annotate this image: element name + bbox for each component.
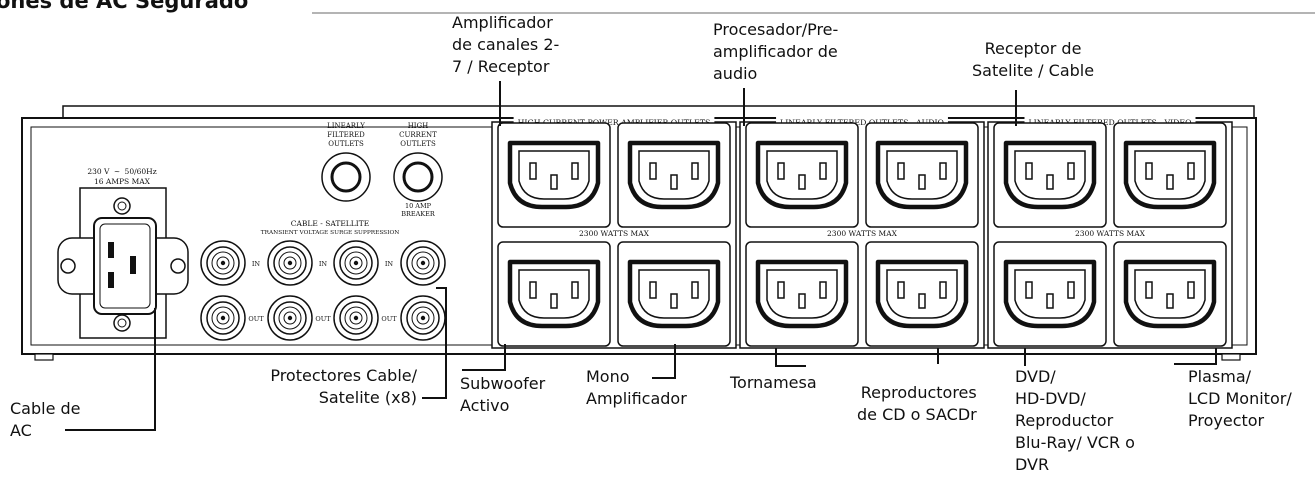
callout-dvd: DVD/ HD-DVD/ Reproductor Blu-Ray/ VCR o … bbox=[1015, 367, 1135, 474]
iec-outlet-icon bbox=[865, 241, 979, 347]
section-header: LINEARLY FILTERED OUTLETS - VIDEO bbox=[1028, 118, 1191, 127]
leader-lines bbox=[65, 81, 1217, 431]
outlet-section: LINEARLY FILTERED OUTLETS - AUDIO 2300 WA… bbox=[739, 117, 985, 349]
screw-icon bbox=[113, 197, 131, 215]
callout-protectores: Protectores Cable/ Satelite (x8) bbox=[270, 366, 417, 407]
outlet-section: LINEARLY FILTERED OUTLETS - VIDEO 2300 WA… bbox=[987, 117, 1233, 349]
callout-cable-ac: Cable de AC bbox=[10, 399, 81, 440]
iec-outlet-icon bbox=[1113, 241, 1227, 347]
section-watts: 2300 WATTS MAX bbox=[827, 229, 898, 238]
coax-connector-icon bbox=[267, 295, 313, 341]
coax-in-label: IN bbox=[252, 260, 261, 268]
coax-out-label: OUT bbox=[315, 315, 331, 323]
coax-in-label: IN bbox=[319, 260, 328, 268]
callout-subwoofer: Subwoofer Activo bbox=[460, 374, 546, 415]
section-watts: 2300 WATTS MAX bbox=[1075, 229, 1146, 238]
high-label-1: HIGH bbox=[408, 122, 429, 130]
iec-outlet-icon bbox=[617, 122, 731, 228]
coax-connector-icon bbox=[333, 295, 379, 341]
coax-out-label: OUT bbox=[381, 315, 397, 323]
section-header: HIGH CURRENT POWER AMPLIFIER OUTLETS bbox=[518, 118, 711, 127]
linear-label-1: LINEARLY bbox=[327, 122, 365, 130]
coax-connector-icon bbox=[267, 240, 313, 286]
linear-label-2: FILTERED bbox=[327, 131, 365, 139]
coax-out-label: OUT bbox=[248, 315, 264, 323]
iec-outlet-icon bbox=[865, 122, 979, 228]
callout-amplificador: Amplificador de canales 2- 7 / Receptor bbox=[452, 13, 560, 76]
iec-outlet-icon bbox=[993, 122, 1107, 228]
callout-plasma: Plasma/ LCD Monitor/ Proyector bbox=[1188, 367, 1292, 430]
amps-label: 16 AMPS MAX bbox=[94, 177, 151, 186]
callout-reproductores: Reproductores de CD o SACDr bbox=[857, 383, 977, 424]
iec-outlet-icon bbox=[993, 241, 1107, 347]
breaker-label-2: BREAKER bbox=[401, 210, 436, 218]
cable-satellite-label: CABLE - SATELLITE bbox=[291, 219, 369, 228]
power-rating-label: 230 V ~ 50/60Hz bbox=[87, 167, 156, 176]
coax-connectors: CABLE - SATELLITE TRANSIENT VOLTAGE SURG… bbox=[200, 219, 446, 341]
callout-mono: Mono Amplificador bbox=[586, 367, 687, 408]
section-watts: 2300 WATTS MAX bbox=[579, 229, 650, 238]
iec-outlet-icon bbox=[497, 241, 611, 347]
iec-outlet-icon bbox=[497, 122, 611, 228]
section-header: LINEARLY FILTERED OUTLETS - AUDIO bbox=[780, 118, 944, 127]
iec-outlet-icon bbox=[1113, 122, 1227, 228]
coax-connector-icon bbox=[400, 295, 446, 341]
callout-tornamesa: Tornamesa bbox=[730, 373, 817, 392]
coax-connector-icon bbox=[400, 240, 446, 286]
callout-procesador: Procesador/Pre- amplificador de audio bbox=[713, 20, 839, 83]
breakers: LINEARLY FILTERED OUTLETS HIGH CURRENT O… bbox=[321, 122, 443, 218]
callout-receptor: Receptor de Satelite / Cable bbox=[972, 39, 1095, 80]
page-title: ones de AC Segurado bbox=[0, 0, 249, 13]
ac-inlet: 230 V ~ 50/60Hz 16 AMPS MAX bbox=[57, 167, 189, 339]
iec-outlet-icon bbox=[617, 241, 731, 347]
iec-outlet-icon bbox=[745, 241, 859, 347]
coax-connector-icon bbox=[200, 295, 246, 341]
coax-connector-icon bbox=[333, 240, 379, 286]
coax-connector-icon bbox=[200, 240, 246, 286]
high-label-3: OUTLETS bbox=[400, 140, 436, 148]
iec-outlet-icon bbox=[745, 122, 859, 228]
high-label-2: CURRENT bbox=[399, 131, 437, 139]
outlet-section: HIGH CURRENT POWER AMPLIFIER OUTLETS 2300… bbox=[491, 117, 737, 349]
outlet-sections: HIGH CURRENT POWER AMPLIFIER OUTLETS 2300… bbox=[491, 117, 1233, 349]
surge-suppression-label: TRANSIENT VOLTAGE SURGE SUPPRESSION bbox=[261, 230, 400, 236]
coax-in-label: IN bbox=[385, 260, 394, 268]
linear-label-3: OUTLETS bbox=[328, 140, 364, 148]
breaker-label-1: 10 AMP bbox=[405, 202, 432, 210]
